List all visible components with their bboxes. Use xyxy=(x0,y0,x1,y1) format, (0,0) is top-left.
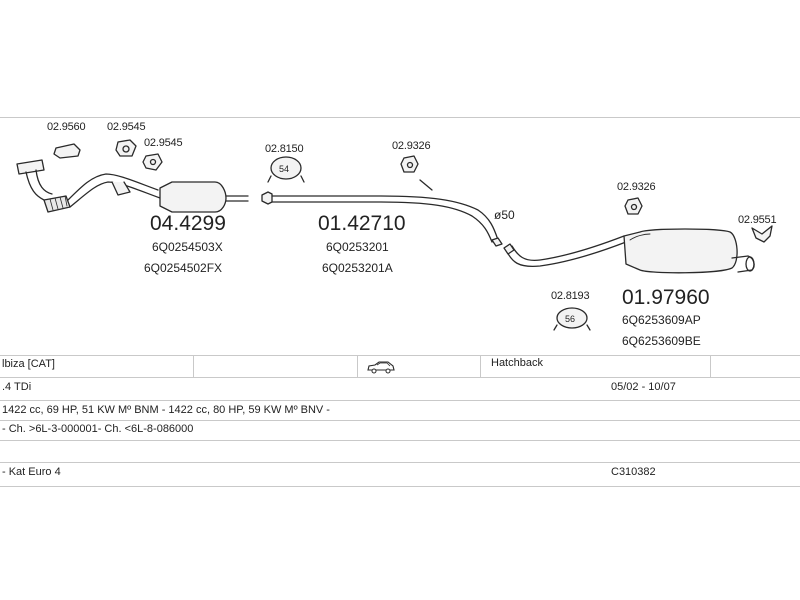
hanger-029545-b xyxy=(142,153,163,171)
pipe-to-cat xyxy=(67,173,161,208)
part-028193[interactable]: 02.8193 xyxy=(551,290,590,302)
clamp-54 xyxy=(270,156,302,180)
vehicle-model: lbiza [CAT] xyxy=(2,358,55,370)
main-part-ref-2b: 6Q0253201A xyxy=(322,261,393,275)
hanger-029326-a xyxy=(400,155,419,173)
part-029560[interactable]: 02.9560 xyxy=(47,121,86,133)
main-part-ref-3a: 6Q6253609AP xyxy=(622,313,701,327)
part-029551[interactable]: 02.9551 xyxy=(738,214,777,226)
rear-silencer xyxy=(623,228,738,274)
front-pipe xyxy=(25,169,53,201)
front-flange xyxy=(16,159,45,175)
main-part-ref-3b: 6Q6253609BE xyxy=(622,334,701,348)
clamp-56 xyxy=(556,307,588,329)
clamp-54-label: 54 xyxy=(279,164,289,174)
hanger-029551 xyxy=(751,225,773,243)
clamp-56-label: 56 xyxy=(565,314,575,324)
main-part-ref-2a: 6Q0253201 xyxy=(326,240,389,254)
chassis-range: - Ch. >6L-3-000001- Ch. <6L-8-086000 xyxy=(2,423,194,435)
production-years: 05/02 - 10/07 xyxy=(611,381,676,393)
exhaust-drawing: 54 56 xyxy=(16,139,773,331)
engine: .4 TDi xyxy=(2,381,32,393)
rear-pipe xyxy=(505,235,627,268)
body-type: Hatchback xyxy=(491,357,543,369)
middle-pipe xyxy=(271,195,499,243)
main-part-ref-1a: 6Q0254503X xyxy=(152,240,223,254)
pipe-diameter: ø50 xyxy=(494,208,515,222)
car-icon xyxy=(366,360,396,379)
main-part-ref-1b: 6Q0254502FX xyxy=(144,261,223,275)
hanger-029545-a xyxy=(115,139,137,157)
catalog-ref: C310382 xyxy=(611,466,656,478)
middle-pipe-flange xyxy=(261,191,273,205)
part-029326-a[interactable]: 02.9326 xyxy=(392,140,431,152)
catalyst xyxy=(159,181,227,213)
engine-spec: 1422 cc, 69 HP, 51 KW Mº BNM - 1422 cc, … xyxy=(2,404,330,416)
hanger-029560 xyxy=(53,143,81,159)
hanger-029326-b xyxy=(624,197,643,215)
main-part-code-2[interactable]: 01.42710 xyxy=(318,212,406,235)
main-part-code-1[interactable]: 04.4299 xyxy=(150,212,226,235)
emission-norm: - Kat Euro 4 xyxy=(2,466,61,478)
part-029545-b[interactable]: 02.9545 xyxy=(144,137,183,149)
main-part-code-3[interactable]: 01.97960 xyxy=(622,286,710,309)
part-029326-b[interactable]: 02.9326 xyxy=(617,181,656,193)
part-028150[interactable]: 02.8150 xyxy=(265,143,304,155)
top-border xyxy=(0,117,800,118)
part-029545-a[interactable]: 02.9545 xyxy=(107,121,146,133)
